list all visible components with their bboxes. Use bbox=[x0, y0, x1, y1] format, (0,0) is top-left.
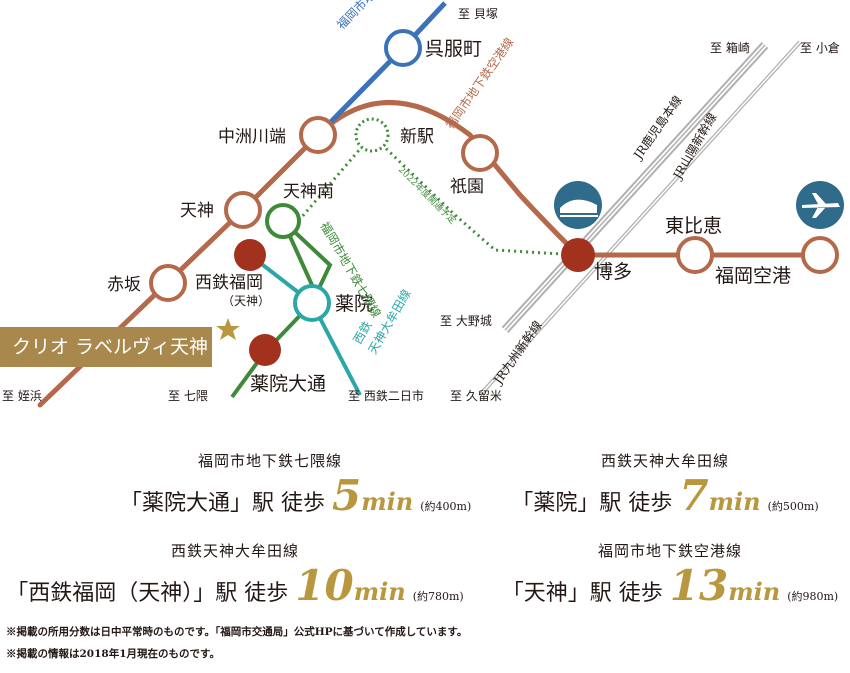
station-yakuin-odori: 薬院大通 bbox=[250, 373, 326, 395]
hakata-dot bbox=[561, 238, 595, 272]
dir-meinohama: 至 姪浜 bbox=[2, 389, 42, 403]
dir-onojo: 至 大野城 bbox=[440, 314, 492, 328]
property-name-badge: クリオ ラベルヴィ天神 bbox=[0, 327, 212, 367]
label-jr-kagoshima: JR鹿児島本線 bbox=[629, 93, 685, 164]
kuko-line bbox=[37, 100, 823, 408]
note-time: ※掲載の所用分数は日中平常時のものです。「福岡市交通局」公式HPに基づいて作成し… bbox=[6, 626, 468, 638]
label-hakozaki-line: 福岡市地下鉄箱崎線 bbox=[334, 0, 421, 32]
access-unit: min bbox=[728, 577, 781, 606]
access-minutes: 5 bbox=[332, 471, 362, 520]
access-walk: 徒歩 bbox=[244, 581, 289, 606]
access-station: 「薬院」駅 bbox=[511, 491, 622, 516]
station-nishitetsu-fukuoka-sub: （天神） bbox=[222, 294, 270, 308]
station-nishitetsu-fukuoka: 西鉄福岡 bbox=[195, 273, 263, 293]
station-gion: 祇園 bbox=[450, 177, 484, 197]
access-minutes: 7 bbox=[679, 471, 709, 520]
access-station: 「薬院大通」駅 bbox=[120, 491, 275, 516]
access-unit: min bbox=[361, 487, 414, 516]
label-jr-kyushu: JR九州新幹線 bbox=[489, 318, 545, 389]
station-gofukumachi: 呉服町 bbox=[425, 38, 482, 60]
station-tenjin: 天神 bbox=[180, 201, 214, 221]
access-tenjin: 福岡市地下鉄空港線 「天神」駅 徒歩 13min (約980m) bbox=[495, 540, 845, 610]
station-tenjinminami: 天神南 bbox=[283, 182, 334, 202]
note-date: ※掲載の情報は2018年1月現在のものです。 bbox=[6, 648, 220, 660]
access-station: 「天神」駅 bbox=[501, 581, 612, 606]
access-walk: 徒歩 bbox=[618, 581, 663, 606]
dir-kurume: 至 久留米 bbox=[450, 389, 502, 403]
airplane-icon bbox=[796, 181, 844, 229]
station-nakasukawabata: 中洲川端 bbox=[218, 127, 286, 147]
shinkansen-icon bbox=[554, 181, 602, 229]
access-unit: min bbox=[353, 577, 406, 606]
access-yakuin-odori: 福岡市地下鉄七隈線 「薬院大通」駅 徒歩 5min (約400m) bbox=[120, 450, 471, 520]
access-line-name: 福岡市地下鉄七隈線 bbox=[197, 452, 342, 470]
yakuin-odori-dot bbox=[249, 334, 281, 366]
access-yakuin: 西鉄天神大牟田線 「薬院」駅 徒歩 7min (約500m) bbox=[505, 450, 825, 520]
access-distance: (約980m) bbox=[787, 590, 839, 603]
planned-line bbox=[293, 132, 579, 257]
nishitetsu-fukuoka-dot bbox=[234, 239, 266, 271]
station-higashihie: 東比恵 bbox=[665, 215, 722, 237]
access-minutes: 10 bbox=[295, 561, 354, 610]
access-distance: (約500m) bbox=[767, 500, 819, 513]
access-station: 「西鉄福岡（天神）」駅 bbox=[6, 581, 238, 606]
access-line-name: 福岡市地下鉄空港線 bbox=[597, 542, 742, 560]
station-hakata: 博多 bbox=[594, 261, 632, 283]
dir-kokura: 至 小倉 bbox=[800, 40, 840, 55]
access-minutes: 13 bbox=[669, 561, 729, 610]
access-distance: (約780m) bbox=[412, 590, 464, 603]
access-walk: 徒歩 bbox=[628, 491, 673, 516]
dir-hakozaki: 至 箱崎 bbox=[710, 40, 750, 55]
access-unit: min bbox=[708, 487, 761, 516]
access-nishitetsu-fukuoka: 西鉄天神大牟田線 「西鉄福岡（天神）」駅 徒歩 10min (約780m) bbox=[5, 540, 465, 610]
dir-kaizuka: 至 貝塚 bbox=[458, 7, 498, 21]
property-star-icon bbox=[216, 318, 240, 340]
access-line-name: 西鉄天神大牟田線 bbox=[600, 452, 729, 470]
station-akasaka: 赤坂 bbox=[107, 275, 141, 295]
station-fukuoka-airport: 福岡空港 bbox=[715, 265, 791, 287]
dir-nanakuma: 至 七隈 bbox=[168, 389, 208, 403]
station-yakuin: 薬院 bbox=[335, 293, 373, 315]
access-line-name: 西鉄天神大牟田線 bbox=[170, 542, 299, 560]
access-walk: 徒歩 bbox=[281, 491, 326, 516]
jr-lines bbox=[478, 40, 802, 397]
dir-futsukaichi: 至 西鉄二日市 bbox=[348, 388, 424, 403]
station-shineki: 新駅 bbox=[400, 127, 434, 147]
access-distance: (約400m) bbox=[420, 500, 472, 513]
station-circles bbox=[149, 29, 839, 322]
